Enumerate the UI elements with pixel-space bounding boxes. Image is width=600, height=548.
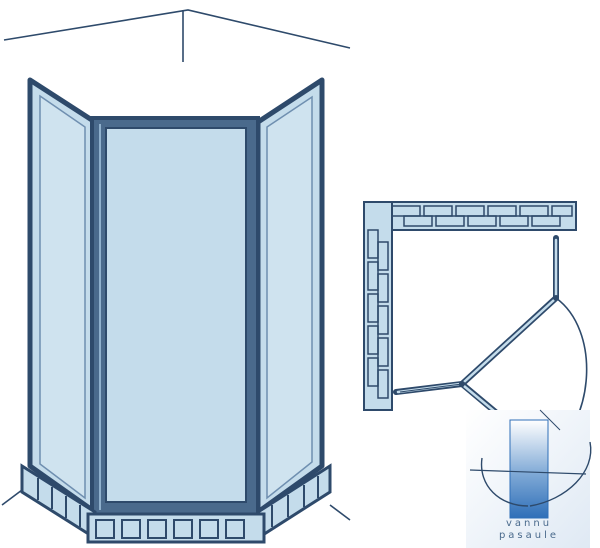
floor-lines: [1, 489, 351, 521]
vannu-pasaule-logo: [466, 409, 592, 548]
logo-text-line1: vannu: [505, 518, 553, 529]
shower-enclosure-front-view: [1, 77, 351, 544]
front-door-glass: [105, 127, 247, 503]
logo-text-line2: pasaule: [498, 530, 560, 541]
shower-tray: [20, 463, 332, 544]
ceiling-lines: [3, 9, 351, 62]
